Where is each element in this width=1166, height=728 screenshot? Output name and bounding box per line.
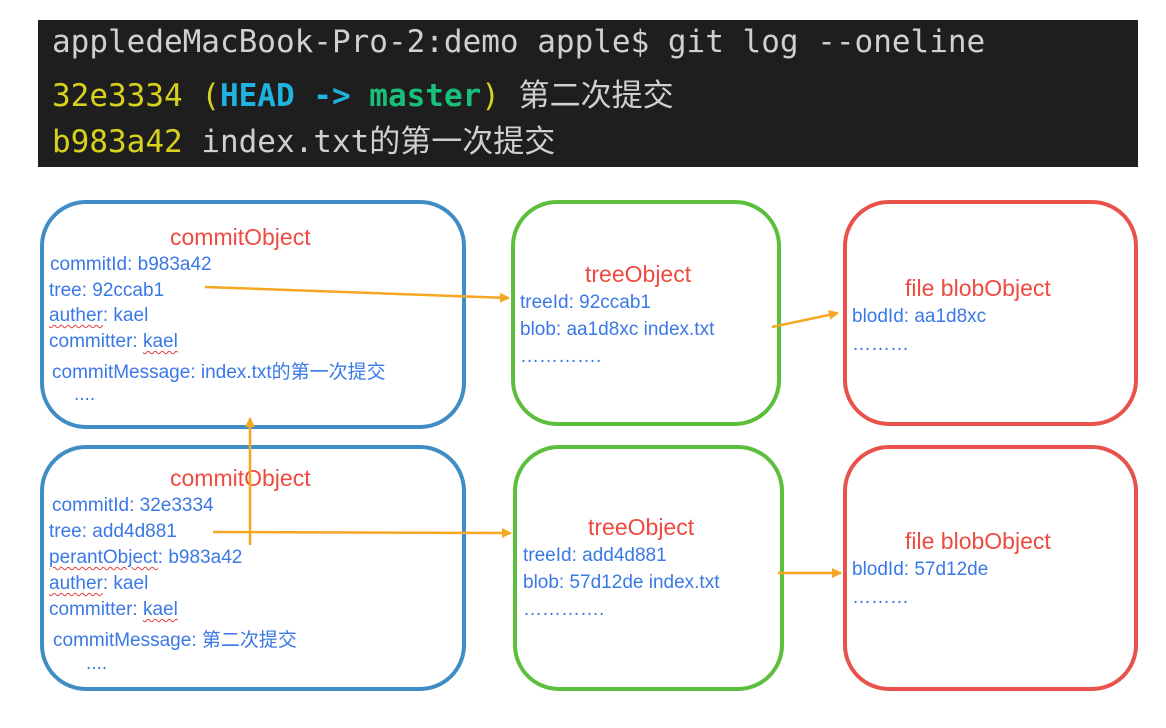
log-line-2: b983a42 index.txt的第一次提交 [52, 116, 555, 161]
committer: committer: kael [49, 331, 178, 352]
box-title: treeObject [588, 514, 695, 540]
blob-id: blodId: 57d12de [852, 559, 989, 580]
ellipsis: .... [86, 653, 108, 674]
box-title: treeObject [585, 261, 692, 287]
parent-object: perantObject: b983a42 [49, 547, 243, 568]
box-title: file blobObject [905, 528, 1051, 554]
commit-message: commitMessage: index.txt的第一次提交 [52, 362, 386, 383]
terminal: appledeMacBook-Pro-2:demo apple$ git log… [38, 20, 1138, 167]
tree-object-2: treeObject treeId: add4d881 blob: 57d12d… [513, 445, 784, 691]
paren: ( [182, 78, 220, 114]
commit-object-1: commitObject commitId: b983a42 tree: 92c… [40, 200, 466, 429]
commit-message: commitMessage: 第二次提交 [53, 630, 297, 651]
blob-object-2: file blobObject blodId: 57d12de ……… [843, 445, 1138, 691]
commit-id: commitId: 32e3334 [52, 495, 214, 516]
box-title: commitObject [170, 224, 311, 250]
commit-object-2: commitObject commitId: 32e3334 tree: add… [40, 445, 466, 691]
branch-name: master [369, 78, 482, 114]
auther: auther: kael [49, 305, 149, 326]
auther: auther: kael [49, 573, 149, 594]
commit-hash: 32e3334 [52, 78, 183, 114]
commit-message: index.txt的第一次提交 [182, 124, 556, 160]
commit-id: commitId: b983a42 [50, 254, 212, 275]
paren: ) [481, 78, 500, 114]
commit-message: 第二次提交 [499, 78, 674, 114]
blob-ref: blob: 57d12de index.txt [523, 572, 720, 593]
ref-arrow: -> [294, 78, 370, 114]
tree-id: treeId: 92ccab1 [520, 292, 651, 313]
tree-ref: tree: 92ccab1 [49, 280, 165, 301]
arrow-commit1-to-tree1 [204, 285, 510, 303]
ellipsis: …………. [523, 599, 605, 620]
arrow-tree1-to-blob1 [771, 309, 839, 329]
box-title: file blobObject [905, 275, 1051, 301]
committer: committer: kael [49, 599, 178, 620]
blob-object-1: file blobObject blodId: aa1d8xc ……… [843, 200, 1138, 426]
ellipsis: …………. [520, 346, 602, 367]
arrow-commit2-to-tree2 [212, 527, 512, 538]
blob-id: blodId: aa1d8xc [852, 306, 987, 327]
commit-hash: b983a42 [52, 124, 183, 160]
blob-ref: blob: aa1d8xc index.txt [520, 319, 715, 340]
tree-object-1: treeObject treeId: 92ccab1 blob: aa1d8xc… [511, 200, 781, 426]
ellipsis: ……… [852, 334, 909, 355]
tree-ref: tree: add4d881 [49, 521, 177, 542]
tree-id: treeId: add4d881 [523, 545, 667, 566]
ellipsis: .... [74, 384, 96, 405]
ellipsis: ……… [852, 587, 909, 608]
box-title: commitObject [170, 465, 311, 491]
head-ref: HEAD [219, 78, 295, 114]
log-line-1: 32e3334 (HEAD -> master) 第二次提交 [52, 70, 674, 115]
terminal-prompt: appledeMacBook-Pro-2:demo apple$ git log… [52, 24, 986, 60]
